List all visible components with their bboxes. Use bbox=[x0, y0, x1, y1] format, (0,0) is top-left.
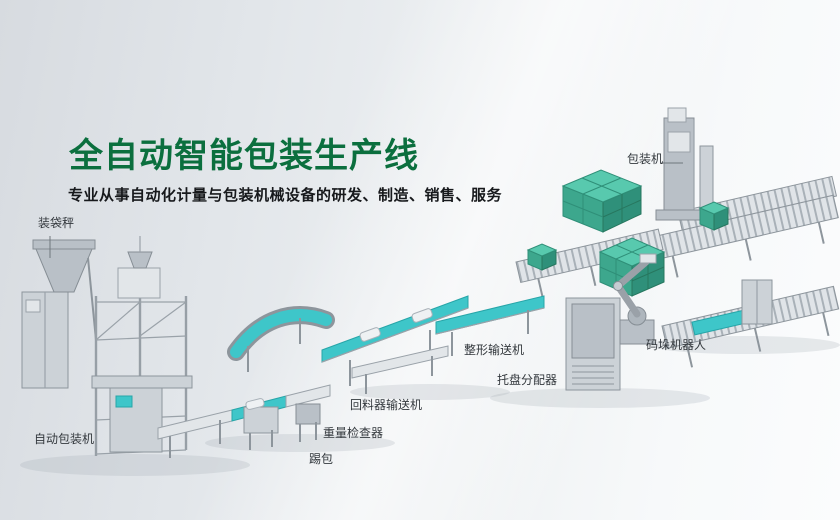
label-leader-lines bbox=[49, 162, 683, 258]
label-shaping-conveyor: 整形输送机 bbox=[464, 343, 525, 357]
carton-single-upper-track bbox=[698, 201, 730, 231]
page-title: 全自动智能包装生产线 bbox=[69, 136, 419, 176]
carton-single-platform bbox=[526, 243, 558, 271]
bag-kicker-machine bbox=[285, 384, 331, 442]
bagging-scale-machine bbox=[21, 239, 97, 389]
shaping-conveyor-machine bbox=[435, 295, 545, 356]
packing-machine-tower bbox=[655, 107, 717, 221]
pallet-dispenser-machine bbox=[565, 297, 621, 391]
label-bagging-scale: 装袋秤 bbox=[38, 216, 75, 230]
label-bag-kicker: 踢包 bbox=[309, 452, 334, 466]
curve-conveyor bbox=[227, 306, 335, 372]
label-return-feeder-conveyor: 回料器输送机 bbox=[350, 398, 423, 412]
label-auto-packing-machine: 自动包装机 bbox=[34, 432, 95, 446]
right-side-cabinet bbox=[741, 279, 773, 325]
return-feeder-conveyor-machine bbox=[351, 345, 449, 394]
weight-checker-machine bbox=[231, 395, 287, 450]
carton-stack-upper bbox=[561, 169, 643, 233]
label-weight-checker: 重量检查器 bbox=[323, 426, 384, 440]
auto-packing-machine-tower bbox=[91, 236, 193, 456]
label-palletizing-robot: 码垛机器人 bbox=[646, 338, 707, 352]
label-packing-machine: 包装机 bbox=[627, 152, 664, 166]
palletizing-robot-machine bbox=[613, 253, 657, 345]
incline-conveyor bbox=[321, 295, 469, 386]
page-subtitle: 专业从事自动化计量与包装机械设备的研发、制造、销售、服务 bbox=[68, 186, 503, 204]
label-pallet-dispenser: 托盘分配器 bbox=[497, 373, 558, 387]
ground-shadows bbox=[20, 336, 840, 476]
